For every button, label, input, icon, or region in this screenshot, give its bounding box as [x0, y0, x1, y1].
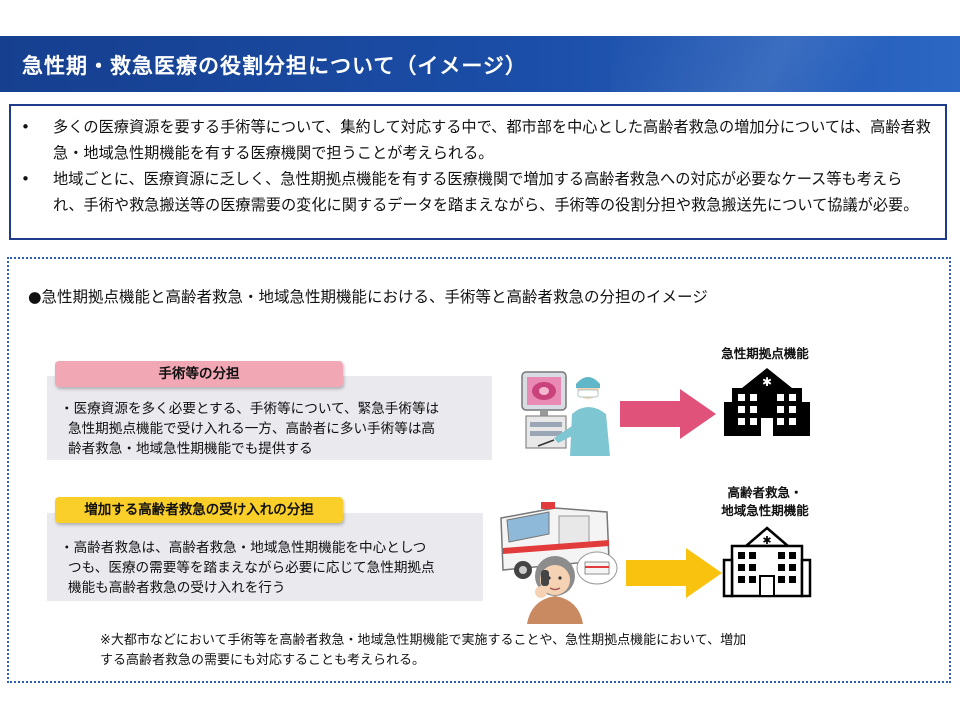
ambulance-elderly-illustration — [500, 502, 618, 624]
row1-text: ・医療資源を多く必要とする、手術等について、緊急手術等は 急性期拠点機能で受け入… — [60, 399, 439, 459]
diagram-subheading: ●急性期拠点機能と高齢者救急・地域急性期機能における、手術等と高齢者救急の分担の… — [28, 288, 708, 306]
surgeon-illustration — [521, 371, 610, 456]
row2-line: 機能も高齢者救急の受け入れを行う — [68, 580, 286, 596]
row2-text: ・高齢者救急は、高齢者救急・地域急性期機能を中心としつ つも、医療の需要等を踏ま… — [60, 538, 435, 598]
row2-tag: 増加する高齢者救急の受け入れの分担 — [55, 497, 343, 523]
row2-panel — [47, 513, 483, 601]
row1-line: ・医療資源を多く必要とする、手術等について、緊急手術等は — [60, 401, 440, 417]
summary-text: 多くの医療資源を要する手術等について、集約して対応する中で、都市部を中心とした高… — [53, 118, 931, 162]
row1-panel — [47, 376, 492, 460]
summary-item-1: • 多くの医療資源を要する手術等について、集約して対応する中で、都市部を中心とし… — [21, 114, 931, 166]
diagram-container — [7, 257, 951, 683]
hospital-icon: ✱ — [724, 368, 810, 436]
row2-line: つも、医療の需要等を踏まえながら必要に応じて急性期拠点 — [68, 560, 435, 576]
row2-line: ・高齢者救急は、高齢者救急・地域急性期機能を中心としつ — [60, 540, 427, 556]
row1-line: 齢者救急・地域急性期機能でも提供する — [68, 441, 313, 457]
footnote: ※大都市などにおいて手術等を高齢者救急・地域急性期機能で実施することや、急性期拠… — [100, 631, 880, 671]
page-title: 急性期・救急医療の役割分担について（イメージ） — [22, 54, 527, 78]
footnote-line: する高齢者救急の需要にも対応することも考えられる。 — [100, 653, 426, 668]
row1-tag: 手術等の分担 — [55, 361, 343, 387]
row1-arrow — [620, 389, 716, 439]
row2-facility-label: 高齢者救急・ 地域急性期機能 — [700, 484, 830, 520]
summary-text: 地域ごとに、医療資源に乏しく、急性期拠点機能を有する医療機関で増加する高齢者救急… — [53, 170, 919, 214]
svg-text:✱: ✱ — [762, 375, 772, 389]
summary-box: • 多くの医療資源を要する手術等について、集約して対応する中で、都市部を中心とし… — [9, 104, 947, 240]
row2-facility-label-line: 地域急性期機能 — [721, 503, 809, 518]
row1-facility-label: 急性期拠点機能 — [721, 346, 809, 361]
bullet-icon: • — [21, 170, 30, 188]
clinic-icon: ✱ — [722, 526, 812, 598]
row2-arrow — [626, 548, 722, 598]
summary-item-2: • 地域ごとに、医療資源に乏しく、急性期拠点機能を有する医療機関で増加する高齢者… — [21, 166, 931, 218]
svg-text:✱: ✱ — [762, 534, 771, 547]
title-bar: 急性期・救急医療の役割分担について（イメージ） — [0, 36, 960, 92]
footnote-line: ※大都市などにおいて手術等を高齢者救急・地域急性期機能で実施することや、急性期拠… — [100, 633, 747, 648]
row1-line: 急性期拠点機能で受け入れる一方、高齢者に多い手術等は高 — [68, 421, 436, 437]
row2-facility-label-line: 高齢者救急・ — [727, 485, 803, 500]
bullet-icon: • — [21, 118, 30, 136]
